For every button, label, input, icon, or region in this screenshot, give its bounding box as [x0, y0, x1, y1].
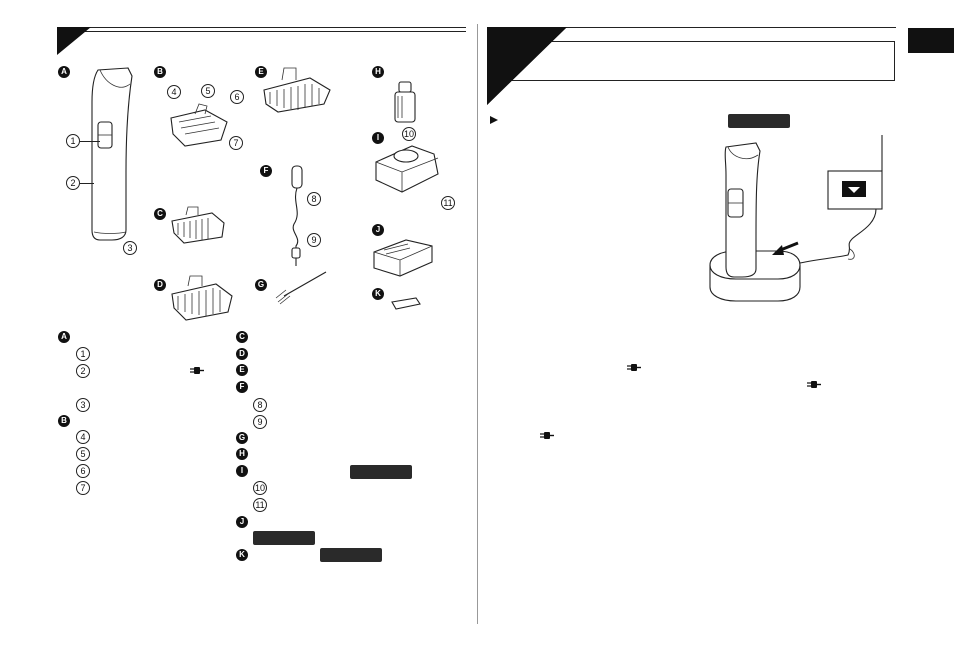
- figure-letter-d: D: [154, 279, 166, 291]
- legend-letter-k: K: [236, 549, 248, 561]
- legend-letter-e: E: [236, 364, 248, 376]
- adaptor-cord-drawing: [291, 165, 303, 266]
- legend-num-4: 4: [76, 430, 90, 444]
- figure-letter-e: E: [255, 66, 267, 78]
- comb-attachment-d-drawing: [171, 275, 233, 321]
- callout-6: 6: [230, 90, 244, 104]
- plug-icon-right-2: [807, 381, 821, 388]
- figure-letter-h: H: [372, 66, 384, 78]
- triangle-right-icon: [490, 116, 498, 124]
- model-badge-j: [253, 531, 315, 545]
- legend-letter-a: A: [58, 331, 70, 343]
- legend-num-3: 3: [76, 398, 90, 412]
- legend-letter-g: G: [236, 432, 248, 444]
- legend-num-2: 2: [76, 364, 90, 378]
- comb-attachment-c-drawing: [171, 206, 225, 244]
- model-badge-k: [320, 548, 382, 562]
- language-tab: [908, 28, 954, 53]
- figure-letter-i: I: [372, 132, 384, 144]
- clipper-main-body-drawing: [91, 67, 133, 241]
- legend-letter-h: H: [236, 448, 248, 460]
- page-divider: [477, 24, 478, 624]
- callout-4: 4: [167, 85, 181, 99]
- model-badge-i: [350, 465, 412, 479]
- legend-num-10: 10: [253, 481, 267, 495]
- legend-num-11: 11: [253, 498, 267, 512]
- callout-2: 2: [66, 176, 80, 190]
- legend-letter-j: J: [236, 516, 248, 528]
- legend-letter-f: F: [236, 381, 248, 393]
- figure-letter-j: J: [372, 224, 384, 236]
- callout-2-leader: [80, 183, 94, 184]
- figure-letter-f: F: [260, 165, 272, 177]
- cleaning-brush-drawing: [275, 271, 327, 305]
- left-corner-triangle: [57, 27, 91, 55]
- legend-num-6: 6: [76, 464, 90, 478]
- charging-stand-j-drawing: [373, 239, 433, 277]
- legend-letter-i: I: [236, 465, 248, 477]
- plug-icon-right-3: [540, 432, 554, 439]
- legend-letter-b: B: [58, 415, 70, 427]
- left-header-rule-2: [57, 31, 466, 32]
- figure-letter-k: K: [372, 288, 384, 300]
- callout-3: 3: [123, 241, 137, 255]
- plug-icon: [190, 367, 204, 374]
- legend-letter-c: C: [236, 331, 248, 343]
- callout-11: 11: [441, 196, 455, 210]
- blade-assembly-drawing: [170, 103, 228, 147]
- legend-letter-d: D: [236, 348, 248, 360]
- model-badge-main: [728, 114, 790, 128]
- legend-num-1: 1: [76, 347, 90, 361]
- callout-1: 1: [66, 134, 80, 148]
- right-corner-triangle-overlay: [487, 27, 567, 105]
- legend-num-9: 9: [253, 415, 267, 429]
- callout-5: 5: [201, 84, 215, 98]
- figure-letter-c: C: [154, 208, 166, 220]
- callout-9: 9: [307, 233, 321, 247]
- figure-letter-a: A: [58, 66, 70, 78]
- legend-num-5: 5: [76, 447, 90, 461]
- comb-attachment-e-drawing: [263, 67, 331, 113]
- right-header-rule: [487, 27, 896, 28]
- callout-7: 7: [229, 136, 243, 150]
- figure-letter-b: B: [154, 66, 166, 78]
- plug-icon-right-1: [627, 364, 641, 371]
- callout-10: 10: [402, 127, 416, 141]
- figure-letter-g: G: [255, 279, 267, 291]
- legend-num-7: 7: [76, 481, 90, 495]
- cleaning-plug-drawing: [391, 297, 421, 310]
- left-header-rule: [57, 27, 466, 28]
- charging-illustration: [709, 135, 883, 302]
- callout-8: 8: [307, 192, 321, 206]
- charging-stand-i-drawing: [375, 145, 439, 193]
- oil-bottle-drawing: [394, 81, 416, 123]
- legend-num-8: 8: [253, 398, 267, 412]
- callout-1-leader: [80, 141, 100, 142]
